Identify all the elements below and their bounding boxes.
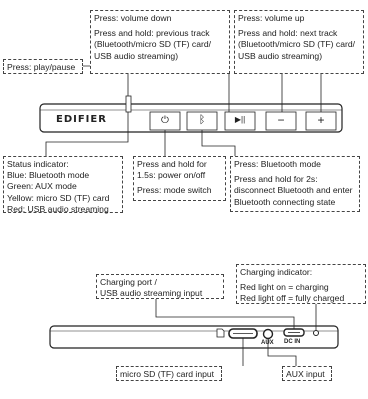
callout-text: Press: Bluetooth mode bbox=[234, 159, 321, 169]
callout-text: Press and hold: previous track (Bluetoot… bbox=[94, 28, 211, 61]
callout-charging-indicator: Charging indicator: Red light on = charg… bbox=[236, 264, 366, 304]
callout-text: Press: mode switch bbox=[137, 185, 212, 196]
callout-play-pause: Press: play/pause bbox=[3, 59, 83, 74]
callout-text: Press and hold for 1.5s: power on/off bbox=[137, 159, 207, 181]
callout-volume-up: Press: volume up Press and hold: next tr… bbox=[234, 10, 364, 74]
callout-volume-down: Press: volume down Press and hold: previ… bbox=[90, 10, 230, 74]
callout-micro-sd: micro SD (TF) card input bbox=[116, 366, 222, 381]
callout-text: Status indicator: bbox=[7, 159, 69, 169]
callout-text: Charging port / bbox=[100, 277, 157, 287]
plus-icon: + bbox=[317, 113, 325, 127]
callout-aux: AUX input bbox=[282, 366, 332, 381]
power-icon: ⏻ bbox=[161, 115, 169, 126]
play-pause-button[interactable] bbox=[224, 111, 256, 131]
callout-text: Press: play/pause bbox=[7, 62, 76, 72]
callout-text: Press: volume down bbox=[94, 13, 172, 23]
callout-text: micro SD (TF) card input bbox=[120, 369, 215, 379]
callout-text: Red light on = charging bbox=[240, 282, 329, 293]
callout-charging-port: Charging port / USB audio streaming inpu… bbox=[96, 274, 224, 299]
callout-text: Red light off = fully charged bbox=[240, 293, 345, 304]
bluetooth-icon: ᛒ bbox=[198, 114, 206, 126]
callout-text: USB audio streaming input bbox=[100, 288, 203, 299]
callout-text: Blue: Bluetooth mode bbox=[7, 170, 90, 181]
aux-jack[interactable] bbox=[262, 328, 274, 340]
volume-down-button[interactable] bbox=[265, 111, 297, 131]
sd-card-icon bbox=[216, 328, 225, 338]
dc-in-label: DC IN bbox=[284, 339, 301, 345]
play-pause-icon: ▶|| bbox=[234, 115, 246, 124]
callout-text: AUX input bbox=[286, 369, 325, 379]
aux-label: AUX bbox=[261, 340, 274, 346]
charging-indicator-light bbox=[313, 330, 319, 336]
speaker-side-view bbox=[49, 325, 339, 349]
callout-text: Press and hold: next track (Bluetooth/mi… bbox=[238, 28, 355, 61]
callout-text: Yellow: micro SD (TF) card bbox=[7, 192, 110, 203]
callout-status-indicator: Status indicator: Blue: Bluetooth mode G… bbox=[3, 156, 123, 214]
speaker-top-view bbox=[39, 95, 343, 133]
callout-text: Green: AUX mode bbox=[7, 181, 77, 192]
callout-text: Red: USB audio streaming bbox=[7, 203, 109, 214]
callout-power: Press and hold for 1.5s: power on/off Pr… bbox=[133, 156, 226, 201]
status-indicator-light bbox=[125, 95, 132, 113]
brand-logo: EDIFIER bbox=[56, 114, 107, 125]
callout-bluetooth: Press: Bluetooth mode Press and hold for… bbox=[230, 156, 360, 212]
callout-text: Charging indicator: bbox=[240, 267, 313, 277]
bottom-leader-lines bbox=[155, 298, 317, 366]
minus-icon: − bbox=[277, 113, 285, 127]
callout-text: Press: volume up bbox=[238, 13, 305, 23]
callout-text: Press and hold for 2s: disconnect Blueto… bbox=[234, 174, 353, 207]
